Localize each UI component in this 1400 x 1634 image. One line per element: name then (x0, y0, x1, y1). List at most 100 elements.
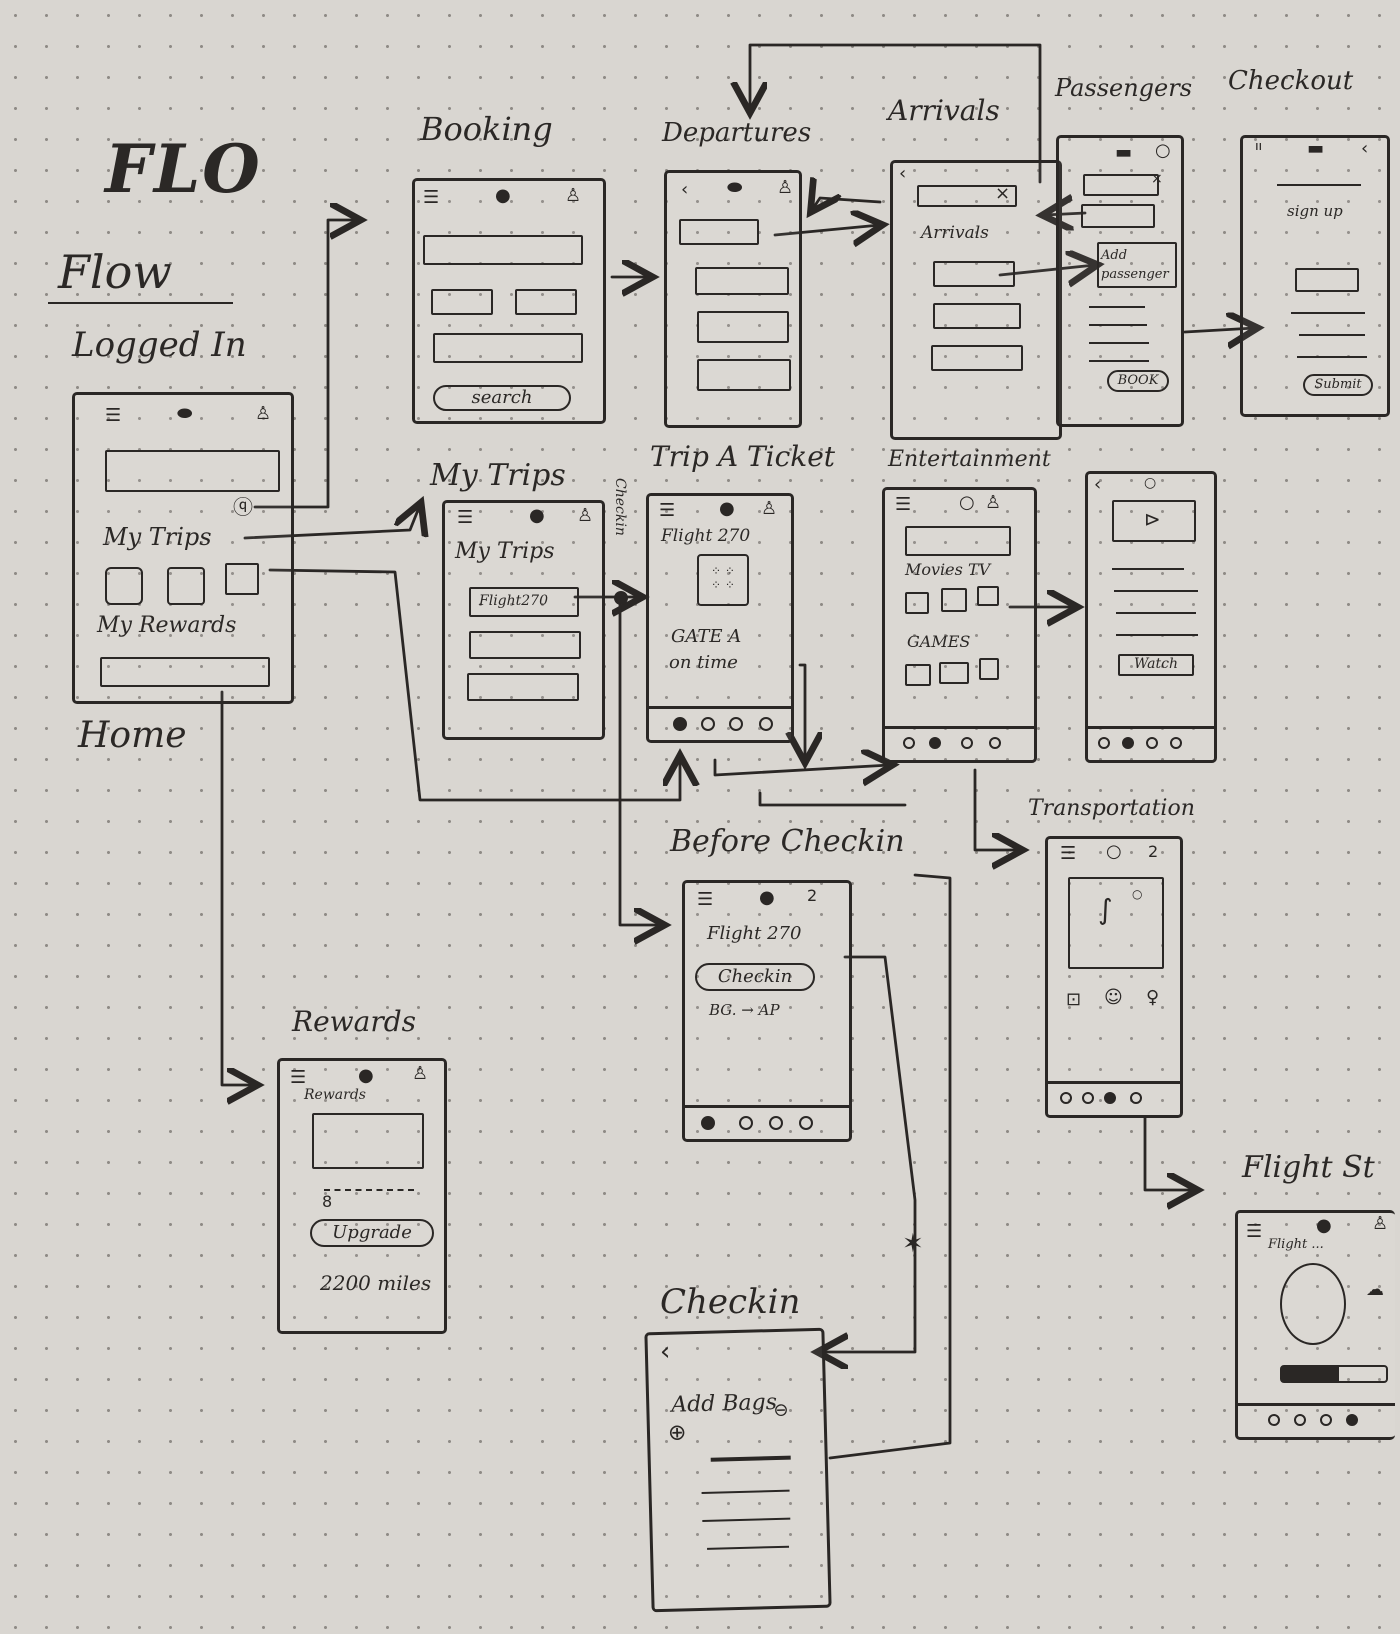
arrival-item[interactable] (933, 261, 1015, 287)
booking-date-field[interactable] (431, 289, 493, 315)
menu-icon[interactable]: ☰ (895, 494, 912, 515)
checkout-card-field[interactable] (1295, 268, 1359, 292)
nav-dot[interactable] (1098, 737, 1110, 749)
signup-link[interactable]: sign up (1287, 202, 1343, 220)
nav-dot[interactable] (1130, 1092, 1142, 1104)
arrivals-search[interactable] (917, 185, 1017, 207)
nav-dot[interactable] (1346, 1414, 1358, 1426)
nav-dot[interactable] (701, 1116, 715, 1130)
video-preview[interactable]: ⊳ (1112, 500, 1196, 542)
back-icon[interactable]: ‹ (681, 179, 689, 200)
nav-dot[interactable] (1060, 1092, 1072, 1104)
menu-icon[interactable]: ☰ (290, 1067, 307, 1088)
walk-icon[interactable]: ♀ (1146, 987, 1160, 1008)
passenger-field[interactable] (1081, 204, 1155, 228)
menu-icon[interactable]: ☰ (1246, 1221, 1263, 1242)
bell-icon[interactable]: ♙ (412, 1063, 429, 1084)
arrival-item[interactable] (933, 303, 1021, 329)
nav-dot[interactable] (903, 737, 915, 749)
nav-dot[interactable] (929, 737, 941, 749)
menu-icon[interactable]: ☰ (697, 889, 714, 910)
checkin-button[interactable]: Checkin (695, 963, 815, 991)
bell-icon[interactable]: ♙ (577, 505, 594, 526)
trip-tile[interactable] (225, 563, 259, 595)
submit-button[interactable]: Submit (1303, 374, 1373, 396)
booking-return-field[interactable] (515, 289, 577, 315)
trip-item[interactable] (467, 673, 579, 701)
departure-item[interactable] (697, 311, 789, 343)
menu-icon[interactable]: ☰ (457, 507, 474, 528)
plus-icon[interactable]: ⊕ (667, 1420, 687, 1446)
nav-dot[interactable] (989, 737, 1001, 749)
game-tile[interactable] (905, 664, 931, 686)
transport-map[interactable]: ∫ ○ (1068, 877, 1164, 969)
nav-dot[interactable] (759, 717, 773, 731)
taxi-icon[interactable]: ☺ (1104, 987, 1123, 1008)
menu-icon[interactable]: ☰ (105, 405, 122, 426)
menu-icon[interactable]: ☰ (1060, 843, 1077, 864)
bell-icon[interactable]: ○ (1155, 140, 1171, 161)
book-button[interactable]: BOOK (1107, 370, 1169, 392)
featured-banner[interactable] (905, 526, 1011, 556)
minus-icon[interactable]: ⊖ (773, 1399, 789, 1422)
nav-dot[interactable] (701, 717, 715, 731)
movie-tile[interactable] (941, 588, 967, 612)
booking-from-field[interactable] (423, 235, 583, 265)
help-icon[interactable]: ⓠ (233, 495, 253, 519)
back-icon[interactable]: ‹ (1361, 138, 1369, 159)
upgrade-button[interactable]: Upgrade (310, 1219, 434, 1247)
bell-icon[interactable]: ♙ (777, 177, 794, 198)
bell-icon[interactable]: 2 (1148, 842, 1159, 861)
booking-passengers-field[interactable] (433, 333, 583, 363)
bell-icon[interactable]: ♙ (985, 492, 1002, 513)
movie-tile[interactable] (905, 592, 929, 614)
trip-item-flight270[interactable]: Flight270 (469, 587, 579, 617)
bell-icon[interactable]: ♙ (565, 185, 582, 206)
nav-dot[interactable] (1320, 1414, 1332, 1426)
close-icon[interactable]: × (1151, 171, 1163, 187)
departure-item[interactable] (695, 267, 789, 295)
back-icon[interactable]: ‹ (659, 1336, 671, 1367)
menu-icon[interactable]: ᐦ (1255, 140, 1262, 161)
rewards-card[interactable] (312, 1113, 424, 1169)
nav-dot[interactable] (1146, 737, 1158, 749)
movie-tile[interactable] (977, 586, 999, 606)
nav-dot[interactable] (961, 737, 973, 749)
nav-dot[interactable] (729, 717, 743, 731)
rewards-bar[interactable] (100, 657, 270, 687)
nav-dot[interactable] (1170, 737, 1182, 749)
back-icon[interactable]: ‹ (1094, 474, 1102, 495)
play-icon[interactable]: ⊳ (1144, 507, 1161, 531)
bell-icon[interactable]: 2 (807, 886, 818, 905)
nav-dot[interactable] (1268, 1414, 1280, 1426)
nav-dot[interactable] (1104, 1092, 1116, 1104)
add-passenger-button[interactable]: Add passenger (1097, 242, 1177, 288)
home-banner[interactable] (105, 450, 280, 492)
close-icon[interactable]: × (995, 183, 1011, 204)
nav-dot[interactable] (1082, 1092, 1094, 1104)
nav-dot[interactable] (1294, 1414, 1306, 1426)
nav-dot[interactable] (769, 1116, 783, 1130)
departure-item[interactable] (679, 219, 759, 245)
trip-item[interactable] (469, 631, 581, 659)
trip-tile[interactable] (105, 567, 143, 605)
bus-icon[interactable]: ⊡ (1066, 989, 1082, 1010)
nav-dot[interactable] (673, 717, 687, 731)
trip-tile[interactable] (167, 567, 205, 605)
nav-dot[interactable] (739, 1116, 753, 1130)
bell-icon[interactable]: ♙ (761, 498, 778, 519)
menu-icon[interactable]: ☰ (423, 187, 440, 208)
bell-icon[interactable]: ♙ (255, 403, 272, 424)
watch-button[interactable]: Watch (1118, 654, 1194, 676)
nav-dot[interactable] (1122, 737, 1134, 749)
menu-icon[interactable]: ☰ (659, 500, 676, 521)
departure-item[interactable] (697, 359, 791, 391)
game-tile[interactable] (939, 662, 969, 684)
bell-icon[interactable]: ♙ (1372, 1213, 1389, 1234)
passenger-name-field[interactable] (1083, 174, 1159, 196)
arrival-item[interactable] (931, 345, 1023, 371)
search-button[interactable]: search (433, 385, 571, 411)
back-icon[interactable]: ‹ (899, 163, 907, 184)
game-tile[interactable] (979, 658, 999, 680)
nav-dot[interactable] (799, 1116, 813, 1130)
